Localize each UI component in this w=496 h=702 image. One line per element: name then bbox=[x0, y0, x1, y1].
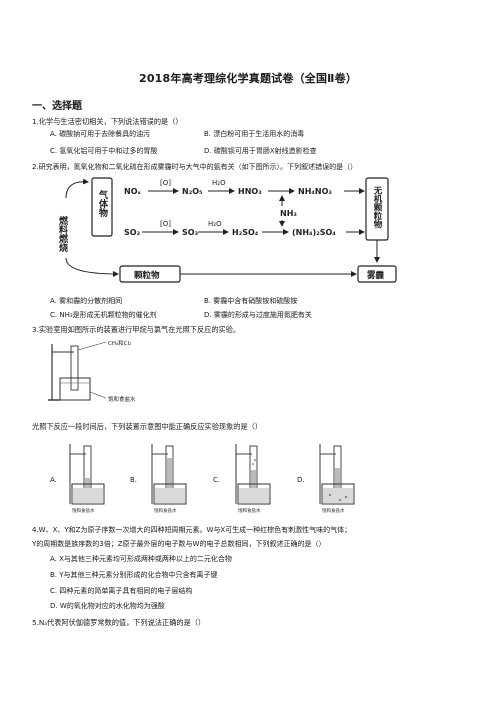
q3-option-b-apparatus: 饱和食盐水 bbox=[151, 444, 187, 514]
q3-option-c-apparatus: 饱和食盐水 bbox=[235, 444, 271, 514]
haze-formation-diagram: 燃料燃烧 气体物 NOₓ [O] N₂O₅ H₂O HNO₃ NH₄NO₃ NH… bbox=[57, 177, 397, 283]
q3-option-a-label: A. bbox=[50, 476, 57, 484]
q2-option-d: D. 雾霾的形成与过度施用氮肥有关 bbox=[204, 311, 312, 319]
q1-option-a: A. 碳酸钠可用于去除餐具的油污 bbox=[50, 130, 151, 138]
q3-stem: 3.实验室用如图所示的装置进行甲烷与氯气在光照下反应的实验。 bbox=[32, 325, 241, 334]
q5-stem: 5.Nₐ代表阿伏伽德罗常数的值，下列说法正确的是（） bbox=[32, 618, 206, 627]
page-title: 2018年高考理综化学真题试卷（全国Ⅱ卷） bbox=[138, 72, 358, 85]
option-b-liquid-label: 饱和食盐水 bbox=[154, 507, 177, 514]
q2-stem: 2.研究表明，氮氧化物和二氧化硫在形成雾霾时与大气中的氨有关（如下图所示）。下列… bbox=[32, 163, 358, 171]
o-reagent-2: [O] bbox=[160, 220, 171, 228]
nh4no3: NH₄NO₃ bbox=[298, 187, 332, 196]
nh4-2so4: (NH₄)₂SO₄ bbox=[292, 228, 336, 237]
nox: NOₓ bbox=[124, 187, 141, 196]
q3-option-c-label: C. bbox=[213, 476, 221, 484]
option-d-liquid-label: 饱和食盐水 bbox=[322, 507, 345, 514]
q3-follow-up: 光照下反应一段时间后，下列装置示意图中能正确反应实验现象的是（） bbox=[32, 422, 263, 431]
so3: SO₃ bbox=[182, 228, 199, 237]
q2-option-c: C. NH₃是形成无机颗粒物的催化剂 bbox=[50, 311, 157, 319]
n2o5: N₂O₅ bbox=[182, 187, 203, 196]
q2-option-a: A. 雾和霾的分散剂相同 bbox=[50, 297, 123, 305]
q4-option-c: C. 四种元素的简单离子具有相同的电子层结构 bbox=[50, 587, 193, 595]
q1-option-d: D. 碳酸钡可用于胃肠X射线造影检查 bbox=[204, 147, 317, 155]
apparatus-gas-label: CH₄和Cl₂ bbox=[108, 339, 131, 347]
q4-option-b: B. Y与其他三种元素分别形成的化合物中只含有离子键 bbox=[50, 571, 218, 579]
inorganic-particle-label: 无机颗粒物 bbox=[372, 186, 383, 229]
h2o-reagent-2: H₂O bbox=[208, 220, 222, 228]
particle-label: 颗粒物 bbox=[134, 270, 160, 281]
haze-label: 雾霾 bbox=[366, 270, 385, 281]
q3-option-b-label: B. bbox=[130, 476, 138, 484]
apparatus-liquid-label: 饱和食盐水 bbox=[108, 395, 136, 403]
option-a-liquid-label: 饱和食盐水 bbox=[72, 507, 95, 514]
q3-option-d-label: D. bbox=[297, 476, 305, 484]
q4-stem-line1: 4.W、X、Y和Z为原子序数一次增大的四种短周期元素。W与X可生成一种红棕色有刺… bbox=[32, 526, 352, 534]
q1-option-b: B. 漂白粉可用于生活用水的消毒 bbox=[204, 130, 305, 138]
q1-option-c: C. 氢氧化铝可用于中和过多的胃酸 bbox=[50, 147, 158, 155]
q3-option-a-apparatus: 饱和食盐水 bbox=[69, 444, 105, 514]
so2: SO₂ bbox=[124, 228, 141, 237]
o-reagent-1: [O] bbox=[160, 179, 171, 187]
option-c-liquid-label: 饱和食盐水 bbox=[238, 507, 261, 514]
fuel-label: 燃料燃烧 bbox=[57, 215, 68, 253]
q4-option-a: A. X与其他三种元素均可形成两种或两种以上的二元化合物 bbox=[50, 555, 232, 563]
nh3-label: NH₃ bbox=[280, 209, 297, 218]
gas-label: 气体物 bbox=[97, 189, 109, 218]
q3-option-d-apparatus: 饱和食盐水 bbox=[319, 444, 355, 514]
methane-chlorine-apparatus: CH₄和Cl₂ 饱和食盐水 bbox=[48, 339, 136, 403]
section-heading: 一、选择题 bbox=[32, 101, 82, 112]
q4-option-d: D. W的氧化物对应的水化物均为强酸 bbox=[50, 602, 165, 610]
q4-stem-line2: Y的周期数是族序数的3倍；Z原子最外层的电子数与W的电子总数相同，下列叙述正确的… bbox=[32, 540, 326, 548]
q2-option-b: B. 雾霾中含有硝酸铵和硫酸铵 bbox=[204, 297, 298, 305]
h2so4: H₂SO₄ bbox=[232, 228, 259, 237]
h2o-reagent-1: H₂O bbox=[212, 179, 226, 187]
q1-stem: 1.化学与生活密切相关，下列说法错误的是（） bbox=[32, 117, 183, 126]
hno3: HNO₃ bbox=[238, 187, 262, 196]
